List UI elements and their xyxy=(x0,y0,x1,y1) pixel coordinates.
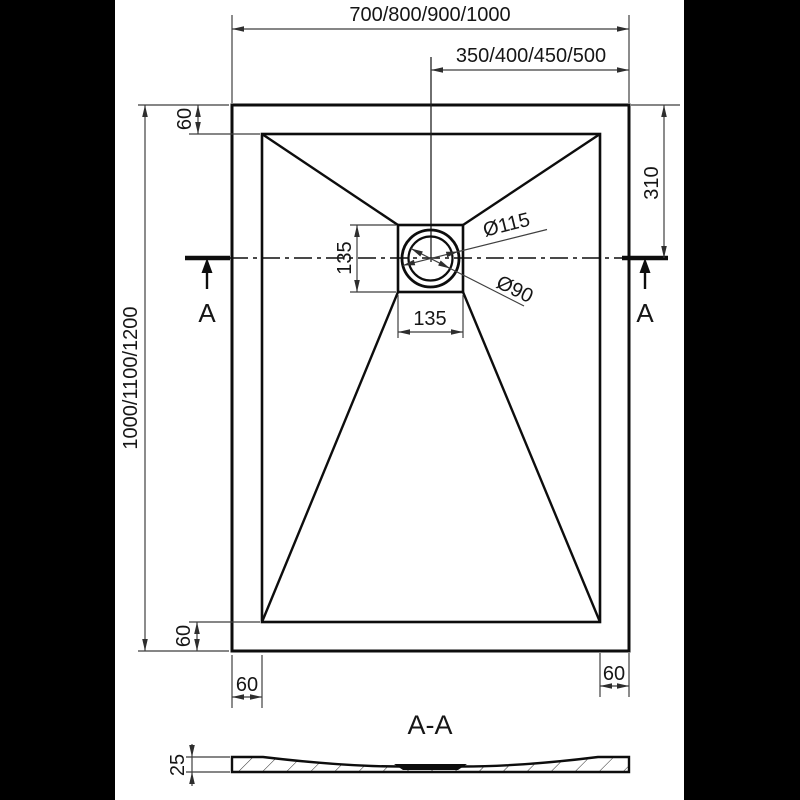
dim-overall-length: 1000/1100/1200 xyxy=(120,306,142,449)
dimension-labels: 700/800/900/1000 350/400/450/500 1000/11… xyxy=(120,4,663,696)
dim-drain-offset-y: 310 xyxy=(641,166,663,199)
slope-line-bottom-right xyxy=(461,291,602,623)
dimension-lines xyxy=(138,15,680,786)
drain-plate xyxy=(396,223,465,294)
section-arrow-left xyxy=(201,258,213,273)
section-drain-recess xyxy=(394,764,467,770)
dim-section-thickness: 25 xyxy=(167,754,189,776)
section-title: A-A xyxy=(407,710,452,740)
dim-drain-offset-x: 350/400/450/500 xyxy=(456,45,606,67)
drain-outer-circle xyxy=(400,228,461,289)
dim-rim-bottom-right-horizontal: 60 xyxy=(603,663,625,685)
section-arrow-right xyxy=(639,258,651,273)
dim-rim-top: 60 xyxy=(174,108,196,130)
section-marker-left-label: A xyxy=(198,298,216,328)
drain-inner-circle xyxy=(407,235,454,282)
section-view: A-A 25 xyxy=(167,710,631,776)
dim-overall-width: 700/800/900/1000 xyxy=(349,4,510,26)
slope-line-bottom-left xyxy=(260,291,400,623)
dim-drain-plate-width: 135 xyxy=(413,308,446,330)
drain-assembly xyxy=(396,223,465,294)
slope-line-top-left xyxy=(261,133,399,226)
drawing-paper xyxy=(115,0,684,800)
dimension-arrowheads xyxy=(142,26,667,784)
dim-rim-bottom-left-vertical: 60 xyxy=(173,625,195,647)
dim-drain-plate-height: 135 xyxy=(334,241,356,274)
leader-inner-diameter xyxy=(410,247,525,307)
section-marker-right-label: A xyxy=(636,298,654,328)
dim-rim-bottom-left-horizontal: 60 xyxy=(236,674,258,696)
slope-line-top-right xyxy=(462,133,601,226)
leader-outer-diameter xyxy=(402,228,548,266)
section-cut-line: A A xyxy=(185,255,668,328)
